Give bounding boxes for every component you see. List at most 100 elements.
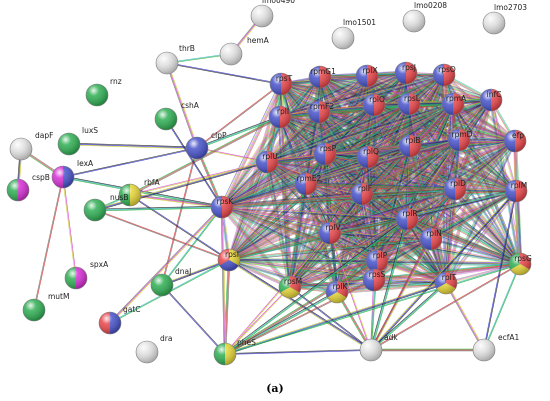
node-rplI[interactable]: rplI xyxy=(268,105,292,129)
node-label-rpsT: rpsT xyxy=(276,74,293,83)
edge-rpmA-rplU xyxy=(266,102,453,162)
edge-rplK-rplT xyxy=(337,283,447,294)
node-label-rpmD: rpmD xyxy=(452,130,473,139)
node-rplN[interactable]: rplN xyxy=(419,227,443,251)
edge-adk-rplM xyxy=(371,191,517,351)
node-rplV[interactable]: rplV xyxy=(318,221,341,245)
node-label-hemA: hemA xyxy=(247,36,270,45)
node-rpsP[interactable]: rpsP xyxy=(313,142,337,166)
edge-clpP-lexA xyxy=(63,148,198,178)
edge-rpsL-rplU xyxy=(266,102,409,161)
node-label-spxA: spxA xyxy=(90,260,109,269)
node-rplF[interactable]: rplF xyxy=(350,182,374,206)
node-luxS[interactable]: luxS xyxy=(57,126,98,156)
edge-rpsT-rpsK xyxy=(220,83,280,207)
node-label-rpsJ: rpsJ xyxy=(402,63,416,72)
node-label-lexA: lexA xyxy=(77,159,94,168)
edge-rplI-rpsK xyxy=(221,116,281,208)
node-rnz[interactable]: rnz xyxy=(85,77,122,107)
node-lexA[interactable]: lexA xyxy=(51,159,94,189)
edge-clpP-rpsT xyxy=(196,83,281,148)
edge-pheS-rpsK xyxy=(220,207,225,355)
node-label-rpsP: rpsP xyxy=(320,144,337,153)
node-cshA[interactable]: cshA xyxy=(154,101,200,131)
node-rplT[interactable]: rplT xyxy=(434,271,458,295)
node-rpmF2[interactable]: rpmF2 xyxy=(307,100,334,124)
node-nusB[interactable]: nusB xyxy=(83,193,129,222)
node-dra[interactable]: dra xyxy=(135,334,172,364)
edge-rplD-rpsK xyxy=(221,186,455,206)
node-rplK[interactable]: rplK xyxy=(325,280,348,304)
edge-rplM-rplV xyxy=(329,189,516,233)
node-clpP[interactable]: clpP xyxy=(185,131,227,160)
node-efp[interactable]: efp xyxy=(503,129,527,153)
node-rpsM[interactable]: rpsM xyxy=(278,275,302,299)
node-rplQ[interactable]: rplQ xyxy=(356,145,380,169)
node-pheS[interactable]: pheS xyxy=(213,338,256,366)
node-spxA[interactable]: spxA xyxy=(64,260,109,290)
node-infC[interactable]: infC xyxy=(479,88,503,112)
edge-rpsS-rpsG xyxy=(373,262,520,280)
node-rbfA[interactable]: rbfA xyxy=(118,178,160,207)
edge-rplR-rpsM xyxy=(289,218,407,287)
edge-rpsP-rpsK xyxy=(222,154,326,209)
node-rplP[interactable]: rplP xyxy=(365,249,389,273)
node-label-rplB: rplB xyxy=(405,136,420,145)
node-thrB[interactable]: thrB xyxy=(155,44,195,75)
node-rpsK[interactable]: rpsK xyxy=(210,195,234,219)
edge-pheS-rpsS xyxy=(224,279,374,354)
node-label-rpmE2: rpmE2 xyxy=(297,174,322,183)
edge-rpmA-rplU xyxy=(267,104,454,164)
node-rplX[interactable]: rplX xyxy=(355,64,379,88)
node-rpmG1[interactable]: rpmG1 xyxy=(308,65,336,89)
node-rplM[interactable]: rplM xyxy=(504,179,528,203)
edge-rplM-rplT xyxy=(446,191,518,285)
edge-adk-rpsI xyxy=(228,259,372,351)
edge-ecfA1-rpsG xyxy=(484,264,521,351)
node-rpsI[interactable]: rpsI xyxy=(217,248,241,272)
node-gatC[interactable]: gatC xyxy=(98,305,141,335)
node-hemA[interactable]: hemA xyxy=(219,36,270,66)
node-ecfA1[interactable]: ecfA1 xyxy=(472,333,520,362)
node-rplU[interactable]: rplU xyxy=(255,150,279,174)
edge-rpmA-rplU xyxy=(266,101,453,161)
node-lmo2703[interactable]: lmo2703 xyxy=(482,3,527,35)
edge-rplI-rpsK xyxy=(222,117,282,208)
node-rpsT[interactable]: rpsT xyxy=(269,72,293,96)
edge-rplN-rpsI xyxy=(229,239,432,261)
node-label-rpmA: rpmA xyxy=(446,94,467,103)
edge-clpP-rpsT xyxy=(197,84,282,149)
edge-rpsS-rplT xyxy=(373,280,446,284)
node-lmo0490[interactable]: lmo0490 xyxy=(250,0,295,28)
node-rplR[interactable]: rplR xyxy=(395,207,419,231)
node-rpsG[interactable]: rpsG xyxy=(508,252,532,276)
node-rplD[interactable]: rplD xyxy=(443,177,467,201)
node-dapF[interactable]: dapF xyxy=(9,131,53,161)
node-rpsL[interactable]: rpsL xyxy=(397,92,421,116)
edge-pheS-rpsI xyxy=(225,260,231,355)
node-rpsS[interactable]: rpsS xyxy=(362,268,385,292)
node-mutM[interactable]: mutM xyxy=(22,292,69,322)
node-rpsJ[interactable]: rpsJ xyxy=(394,61,418,85)
node-lmo1501[interactable]: lmo1501 xyxy=(331,18,376,50)
protein-nodes: lmo0490 lmo1501 lmo0208 lmo2703 hemA thrB rnz c… xyxy=(6,0,532,366)
edge-gatC-rpsK xyxy=(109,206,222,323)
node-rpsO[interactable]: rpsO xyxy=(432,63,456,87)
node-rpmE2[interactable]: rpmE2 xyxy=(294,172,322,196)
node-rpmD[interactable]: rpmD xyxy=(447,128,473,152)
node-rplO[interactable]: rplO xyxy=(362,93,386,117)
node-lmo0208[interactable]: lmo0208 xyxy=(402,1,447,33)
edge-rbfA-rpsK xyxy=(129,194,223,208)
edge-pheS-dnaJ xyxy=(161,285,225,355)
edge-rplR-rpsM xyxy=(289,217,407,287)
node-adk[interactable]: adk xyxy=(359,333,398,362)
node-rpmA[interactable]: rpmA xyxy=(441,92,467,116)
edge-lexA-mutM xyxy=(33,176,63,310)
node-label-rplP: rplP xyxy=(373,251,388,260)
edge-rplF-rpsI xyxy=(229,194,363,261)
edge-lexA-rpsK xyxy=(62,176,223,208)
node-label-rpmF2: rpmF2 xyxy=(310,102,334,111)
node-rplB[interactable]: rplB xyxy=(398,134,422,158)
node-cspB[interactable]: cspB xyxy=(6,173,50,202)
node-dnaJ[interactable]: dnaJ xyxy=(150,267,191,297)
